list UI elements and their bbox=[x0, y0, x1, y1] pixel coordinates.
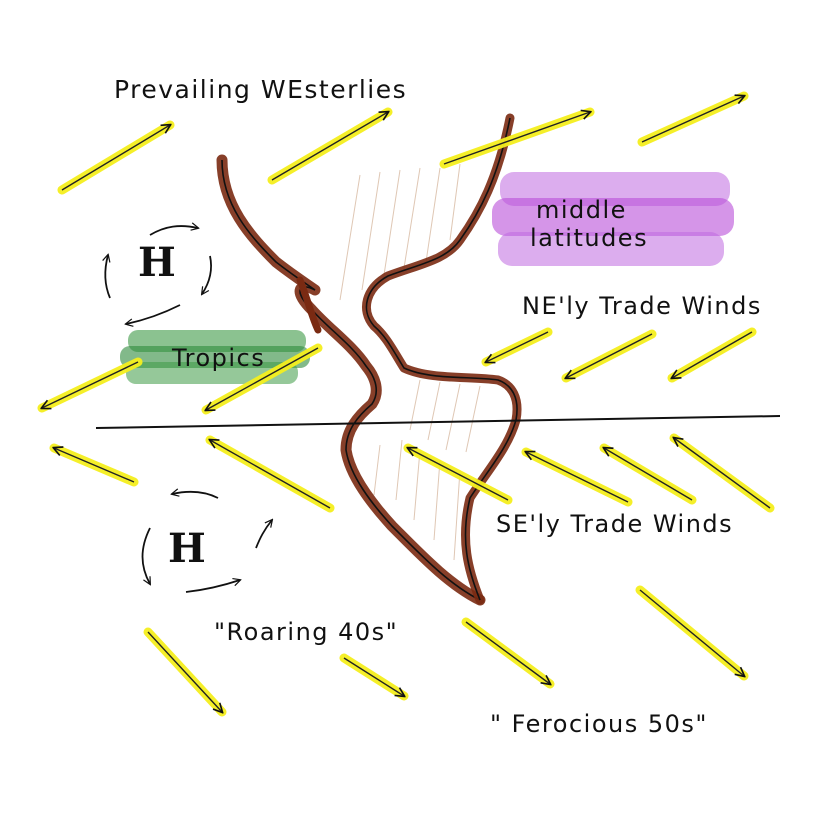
high-pressure-north-label: H bbox=[138, 239, 176, 286]
middle-latitudes-label-line2: latitudes bbox=[530, 224, 648, 252]
wind-arrow bbox=[639, 589, 744, 676]
high-pressure-south: H bbox=[141, 492, 273, 593]
wind-arrow bbox=[674, 438, 771, 509]
wind-arrow bbox=[271, 112, 388, 181]
high-pressure-north: H bbox=[105, 226, 213, 324]
wind-arrow bbox=[408, 448, 509, 501]
wind-arrow bbox=[526, 452, 629, 503]
wind-arrow bbox=[641, 96, 744, 143]
wind-arrow bbox=[42, 361, 139, 408]
roaring-40s-label: "Roaring 40s" bbox=[214, 618, 398, 646]
wind-arrow bbox=[147, 631, 222, 712]
wind-arrow bbox=[61, 125, 170, 191]
wind-arrow bbox=[566, 333, 653, 378]
wind-arrow bbox=[343, 657, 404, 696]
ne-trade-winds-label: NE'ly Trade Winds bbox=[522, 292, 762, 320]
wind-arrow bbox=[604, 448, 693, 501]
wind-arrow bbox=[54, 448, 135, 483]
wind-arrow bbox=[672, 331, 753, 378]
wind-arrow bbox=[486, 331, 549, 362]
prevailing-westerlies-label: Prevailing WEsterlies bbox=[114, 75, 407, 104]
wind-arrows bbox=[37, 91, 775, 717]
wind-arrow bbox=[465, 621, 550, 684]
ferocious-50s-label: " Ferocious 50s" bbox=[490, 710, 708, 738]
equator-line bbox=[95, 415, 781, 429]
tropics-label: Tropics bbox=[171, 344, 265, 372]
wind-arrow bbox=[210, 440, 331, 509]
high-pressure-south-label: H bbox=[168, 525, 206, 572]
middle-latitudes-label-line1: middle bbox=[536, 196, 627, 224]
wind-arrow bbox=[443, 112, 590, 165]
wind-arrow bbox=[206, 347, 319, 410]
middle-latitudes-highlight bbox=[492, 172, 734, 266]
se-trade-winds-label: SE'ly Trade Winds bbox=[496, 510, 733, 538]
